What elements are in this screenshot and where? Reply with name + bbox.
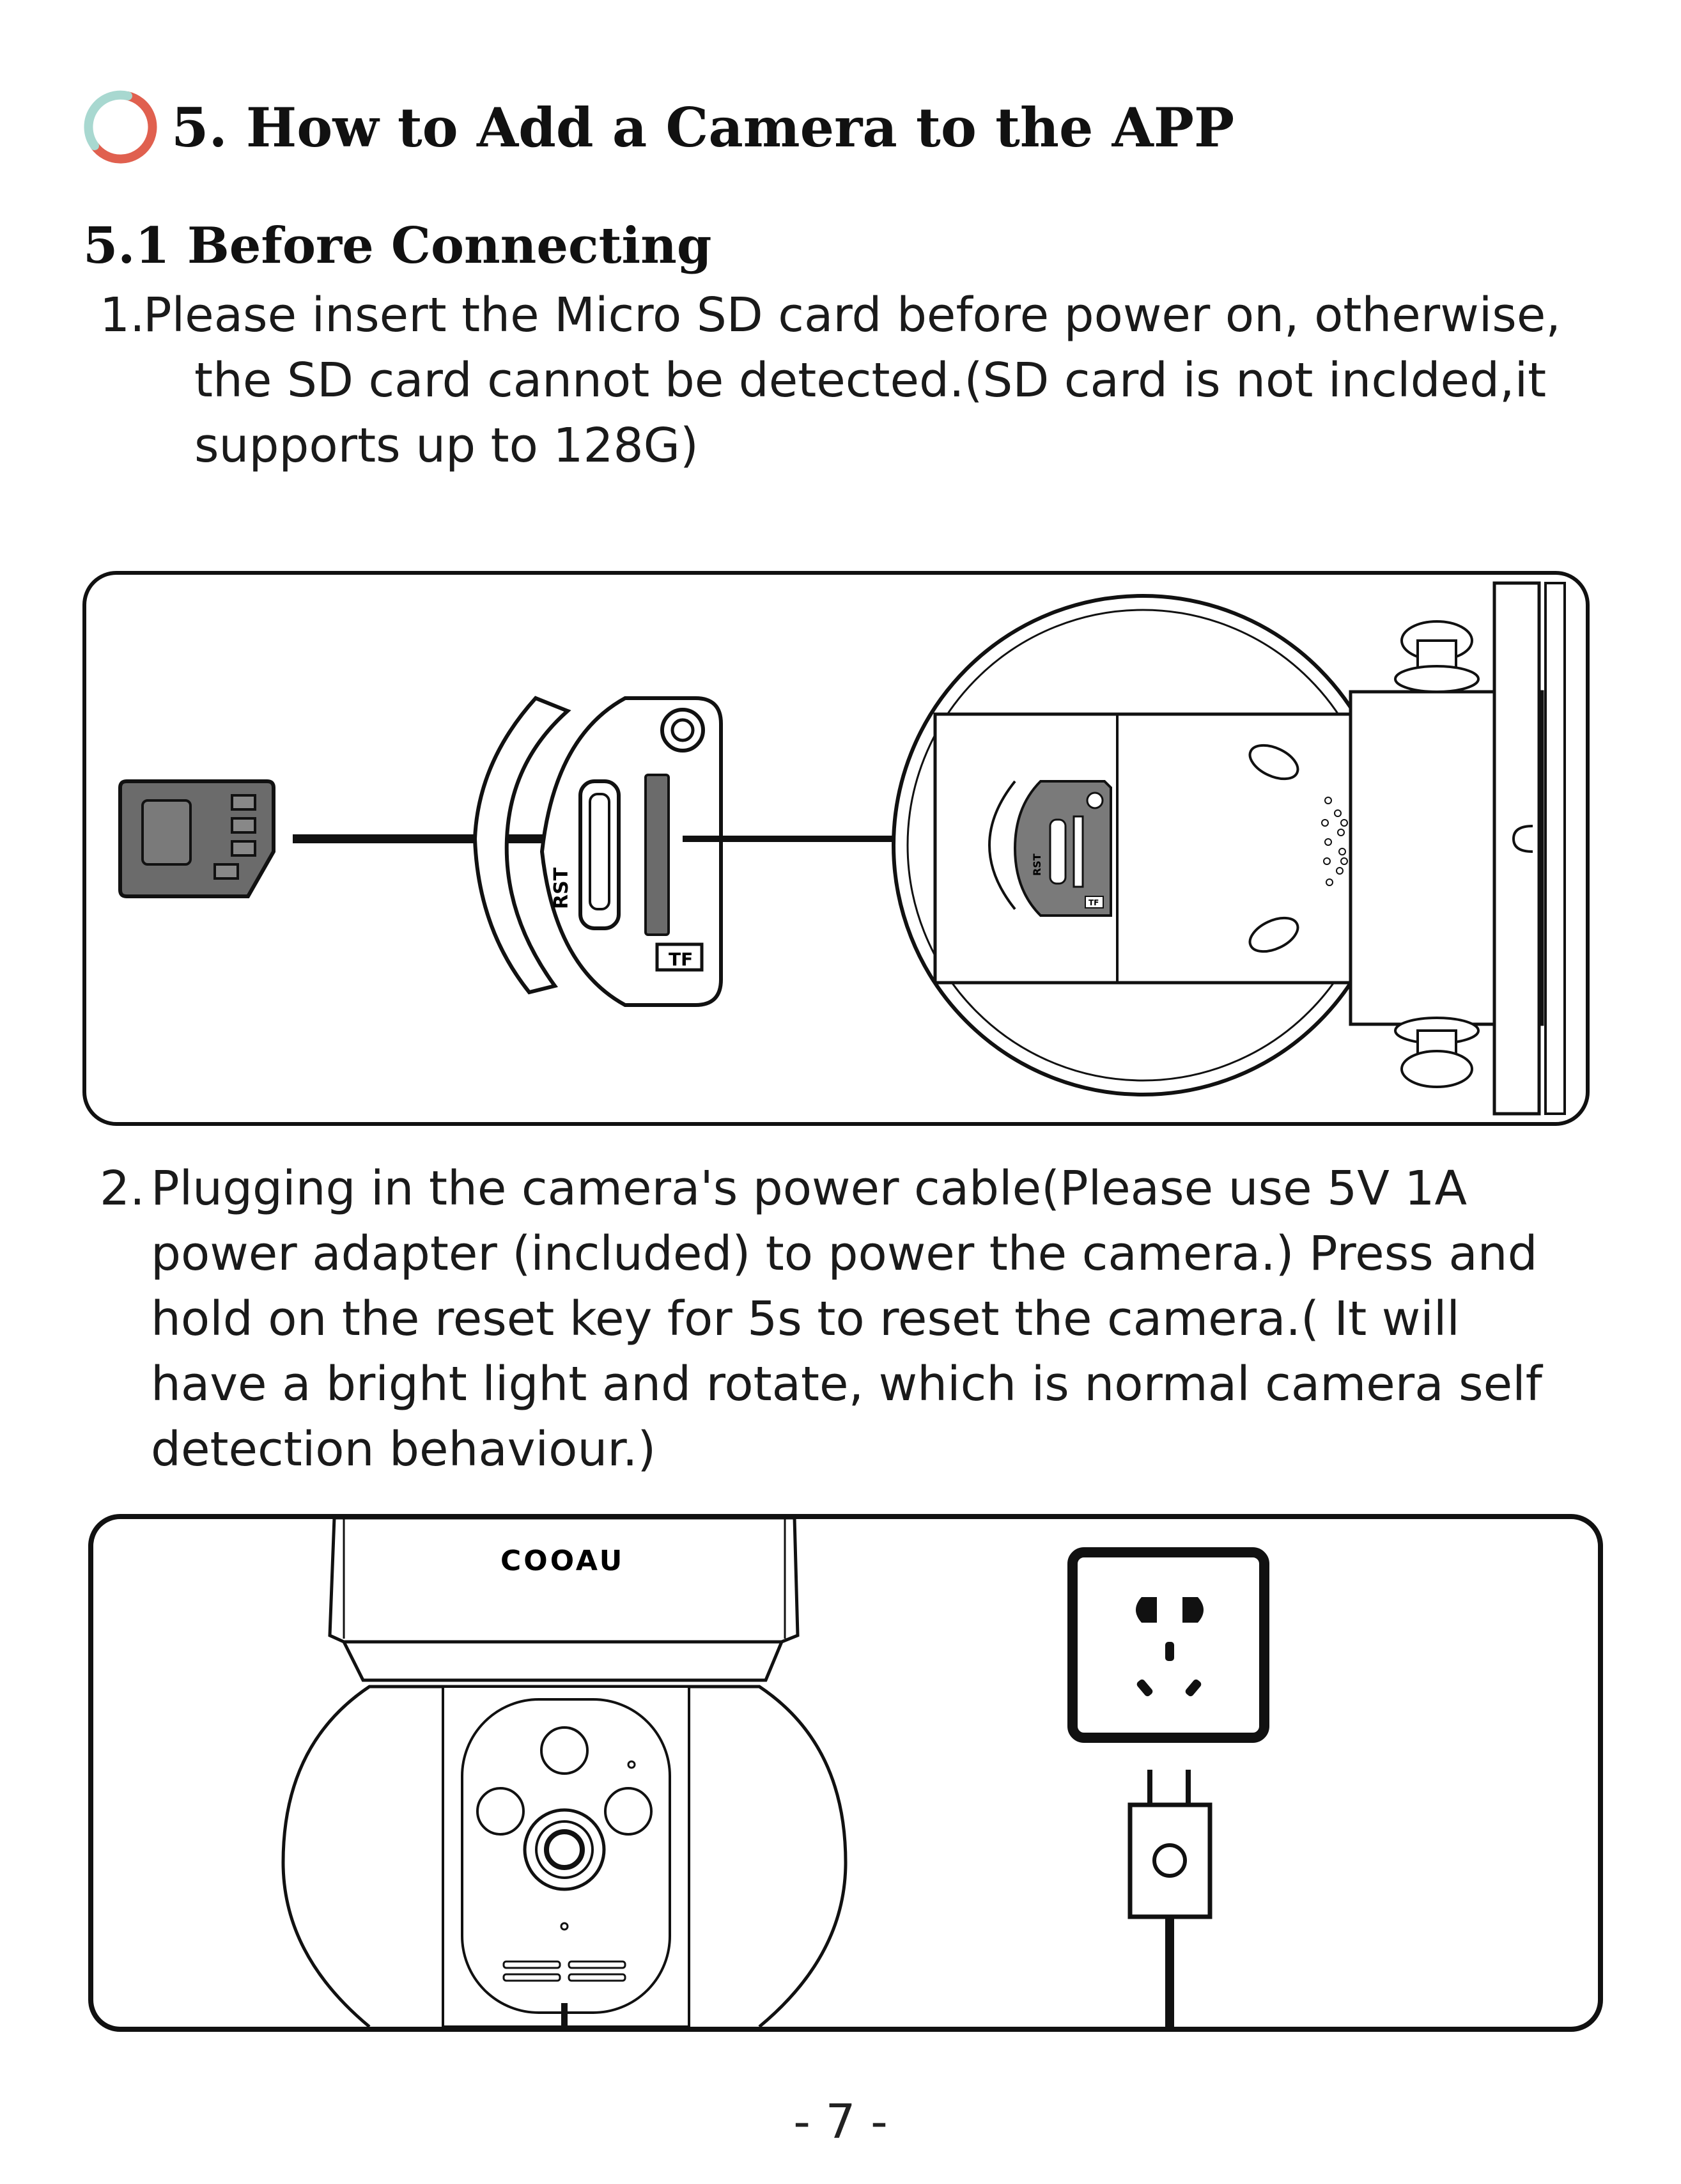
step-1-number: 1. — [100, 288, 145, 343]
step-2-line-3: hold on the reset key for 5s to reset th… — [151, 1291, 1460, 1346]
micro-sd-card-icon — [118, 779, 275, 898]
section-ring-icon — [84, 90, 157, 164]
speaker-grille-icon — [1321, 797, 1348, 886]
small-reset-label: RST — [1031, 854, 1043, 876]
step-2-line-1: Plugging in the camera's power cable(Ple… — [151, 1161, 1468, 1216]
step-2: 2. Plugging in the camera's power cable(… — [100, 1156, 1542, 1482]
wall-socket-icon — [1067, 1547, 1269, 1743]
step-2-line-5: detection behaviour.) — [151, 1422, 656, 1477]
step-2-line-4: have a bright light and rotate, which is… — [151, 1357, 1542, 1412]
step-1-line-2: the SD card cannot be detected.(SD card … — [194, 353, 1547, 408]
step-1-line-3: supports up to 128G) — [194, 418, 699, 473]
subsection-title: 5.1 Before Connecting — [83, 217, 712, 275]
step-1-line-1: Please insert the Micro SD card before p… — [143, 288, 1561, 343]
sd-card-insertion-figure: RST TF RST TF — [82, 571, 1590, 1126]
tf-label: TF — [669, 949, 693, 970]
section-title: 5. How to Add a Camera to the APP — [171, 96, 1235, 159]
page-number: - 7 - — [793, 2094, 888, 2149]
small-tf-label: TF — [1088, 898, 1099, 907]
power-connection-figure: COOAU — [88, 1514, 1603, 2032]
power-adapter-icon — [1127, 1770, 1212, 2029]
camera-top-view-icon: RST TF — [892, 581, 1566, 1116]
reset-label: RST — [550, 867, 573, 909]
step-1: 1. Please insert the Micro SD card befor… — [100, 283, 1561, 478]
camera-front-icon: COOAU — [281, 1516, 848, 2029]
step-2-line-2: power adapter (included) to power the ca… — [151, 1226, 1538, 1281]
brand-label: COOAU — [500, 1545, 624, 1577]
sd-slot-module-icon: RST TF — [472, 696, 723, 1007]
step-2-number: 2. — [100, 1161, 145, 1216]
